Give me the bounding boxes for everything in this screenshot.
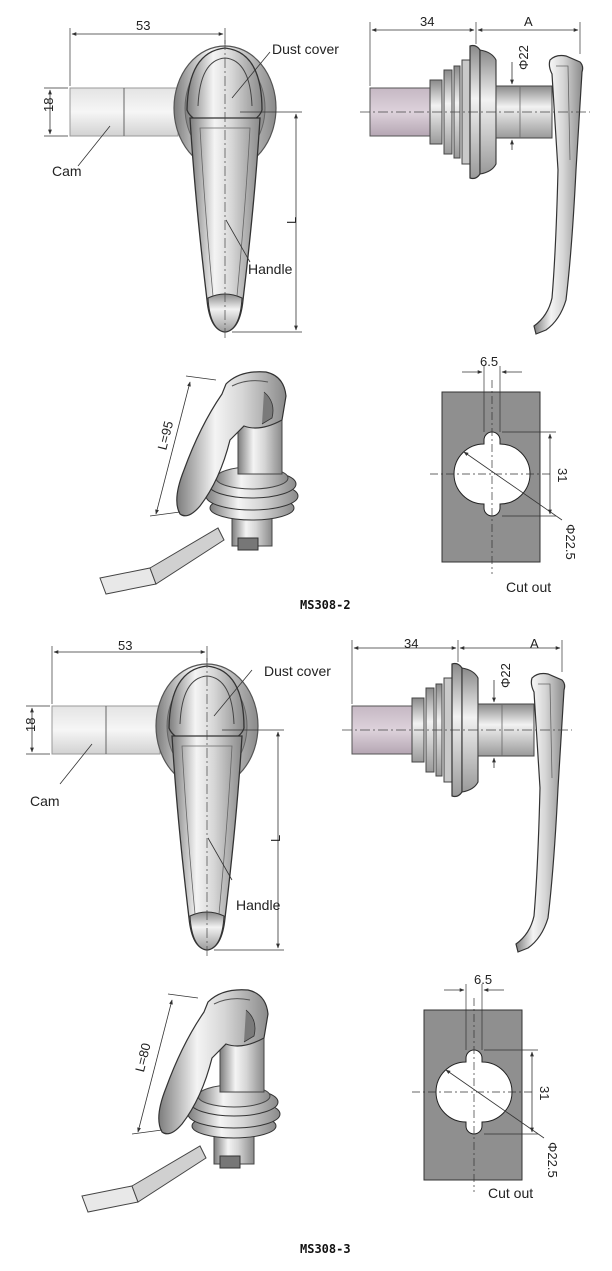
label-cam: Cam (30, 793, 60, 809)
side-view-drawing (342, 640, 572, 952)
cutout-drawing (430, 366, 562, 574)
dim-cam-height: 18 (41, 98, 56, 112)
model-number: MS308-2 (300, 598, 351, 612)
label-dust-cover: Dust cover (272, 41, 339, 57)
diagram-ms308-3 (26, 640, 572, 1212)
dim-depth: 34 (420, 14, 434, 29)
dim-cam-length: 53 (118, 638, 132, 653)
label-handle: Handle (236, 897, 281, 913)
dim-cutout-diameter: Φ22.5 (545, 1142, 560, 1178)
dim-shaft-diameter: Φ22 (516, 45, 531, 70)
dim-length-l: L (268, 835, 283, 842)
dim-cutout-height: 31 (555, 468, 570, 482)
diagram-ms308-3-labels: 53 18 Dust cover Cam Handle L 34 A Φ22 L… (23, 636, 560, 1256)
isometric-view-drawing (82, 990, 280, 1212)
dim-cam-length: 53 (136, 18, 150, 33)
dim-iso-length: L=80 (132, 1041, 154, 1073)
front-view-drawing (44, 28, 302, 338)
dim-slot-width: 6.5 (474, 972, 492, 987)
dim-depth: 34 (404, 636, 418, 651)
cutout-caption: Cut out (506, 579, 551, 595)
label-handle: Handle (248, 261, 293, 277)
dim-cutout-height: 31 (537, 1086, 552, 1100)
dim-handle-offset: A (530, 636, 539, 651)
dim-iso-length: L=95 (155, 419, 177, 451)
cutout-caption: Cut out (488, 1185, 533, 1201)
label-cam: Cam (52, 163, 82, 179)
label-dust-cover: Dust cover (264, 663, 331, 679)
dim-handle-offset: A (524, 14, 533, 29)
diagram-ms308-2: 53 18 Dust cover Cam Handle L 34 A Φ22 L… (41, 14, 590, 612)
model-number: MS308-3 (300, 1242, 351, 1256)
dim-cam-height: 18 (23, 718, 38, 732)
isometric-view-drawing (100, 372, 298, 594)
cutout-drawing (412, 984, 544, 1192)
dim-shaft-diameter: Φ22 (498, 663, 513, 688)
dim-slot-width: 6.5 (480, 354, 498, 369)
side-view-drawing (360, 22, 590, 334)
dim-length-l: L (284, 217, 299, 224)
dim-cutout-diameter: Φ22.5 (563, 524, 578, 560)
